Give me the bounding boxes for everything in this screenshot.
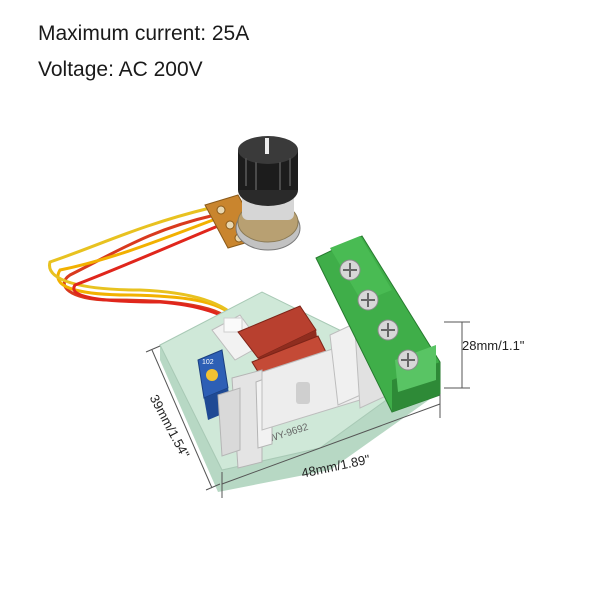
max-current-label: Maximum current: 25A: [38, 22, 250, 45]
dimension-height-label: 28mm/1.1": [462, 338, 525, 353]
screw-icon: [357, 289, 379, 311]
heatsink: [217, 317, 387, 469]
knob-icon: [238, 136, 298, 206]
trimmer-marking: 102: [202, 359, 214, 366]
screw-icon: [377, 319, 399, 341]
dimension-lines: [145, 321, 470, 498]
screw-icon: [339, 259, 361, 281]
voltage-label: Voltage: AC 200V: [38, 58, 203, 81]
wire-bundle: [48, 206, 242, 327]
screw-icon: [397, 349, 419, 371]
wire-connector: [211, 314, 263, 361]
